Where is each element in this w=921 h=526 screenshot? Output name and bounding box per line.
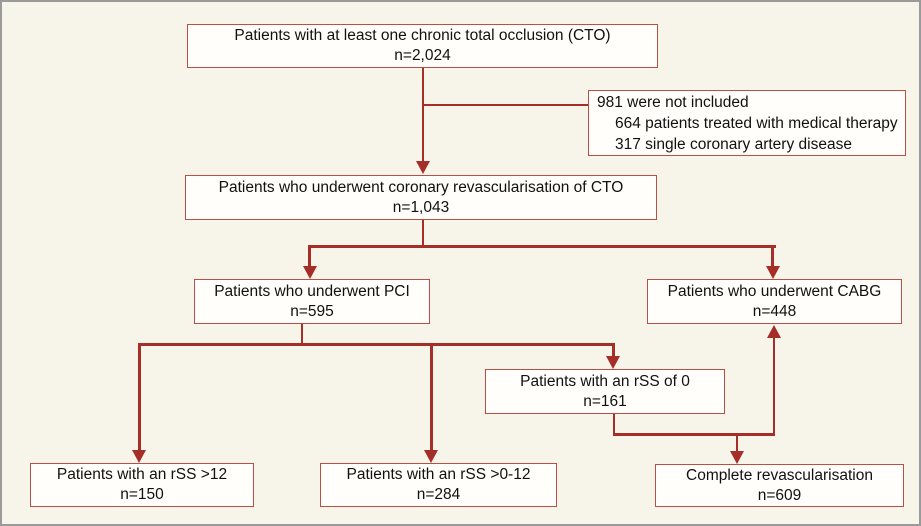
node-label: Patients who underwent PCI [214, 282, 410, 300]
node-count: n=1,043 [392, 198, 450, 216]
arrowhead-down-icon [606, 356, 620, 369]
connector-revasc-down [422, 220, 424, 247]
arrowhead-down-icon [424, 450, 438, 463]
node-count: n=284 [416, 486, 461, 503]
connector-branch-complete [613, 433, 775, 436]
connector-to-rss-gt12 [138, 343, 141, 450]
node-rss-gt12: Patients with an rSS >12 n=150 [30, 463, 254, 507]
node-rss-0-12: Patients with an rSS >0-12 n=284 [320, 463, 557, 507]
connector-to-cabg [771, 245, 774, 266]
arrowhead-down-icon [416, 161, 430, 174]
connector-to-pci [308, 245, 311, 266]
node-count: n=448 [752, 302, 797, 320]
connector-cto-down [422, 68, 424, 161]
node-label: Patients with an rSS >0-12 [346, 466, 531, 483]
connector-branch-rss [138, 343, 615, 346]
arrowhead-down-icon [766, 266, 780, 279]
node-count: n=161 [583, 392, 627, 410]
arrowhead-down-icon [730, 451, 744, 464]
node-complete-revascularisation: Complete revascularisation n=609 [655, 464, 904, 507]
arrowhead-up-icon [767, 325, 781, 338]
excluded-item: 664 patients treated with medical therap… [615, 114, 898, 132]
connector-branch-pci-cabg [309, 245, 776, 248]
connector-to-complete [736, 433, 738, 452]
connector-to-rss-0-12 [430, 343, 433, 450]
node-label: Patients who underwent coronary revascul… [218, 178, 624, 196]
node-count: n=150 [120, 486, 164, 503]
node-rss-0: Patients with an rSS of 0 n=161 [485, 369, 725, 414]
connector-to-excluded [422, 104, 588, 106]
node-label: Patients who underwent CABG [667, 282, 882, 300]
node-label: Patients with an rSS of 0 [520, 372, 690, 390]
connector-rss0-down [613, 414, 615, 435]
connector-up-to-cabg [773, 337, 775, 435]
node-revascularisation: Patients who underwent coronary revascul… [185, 175, 657, 220]
excluded-item: 317 single coronary artery disease [615, 135, 852, 153]
node-label: Patients with an rSS >12 [56, 466, 228, 483]
node-count: n=609 [757, 486, 802, 504]
connector-pci-down [301, 324, 303, 344]
node-cabg: Patients who underwent CABG n=448 [647, 279, 902, 324]
node-pci: Patients who underwent PCI n=595 [194, 279, 430, 324]
node-label: Patients with at least one chronic total… [234, 27, 611, 44]
arrowhead-down-icon [132, 450, 146, 463]
node-label: Complete revascularisation [686, 466, 873, 484]
excluded-title: 981 were not included [597, 93, 749, 111]
node-cto: Patients with at least one chronic total… [187, 24, 658, 68]
node-count: n=2,024 [394, 47, 451, 64]
node-count: n=595 [290, 302, 334, 320]
arrowhead-down-icon [303, 266, 317, 279]
node-excluded: 981 were not included 664 patients treat… [588, 90, 906, 156]
connector-to-rss0 [612, 343, 615, 357]
